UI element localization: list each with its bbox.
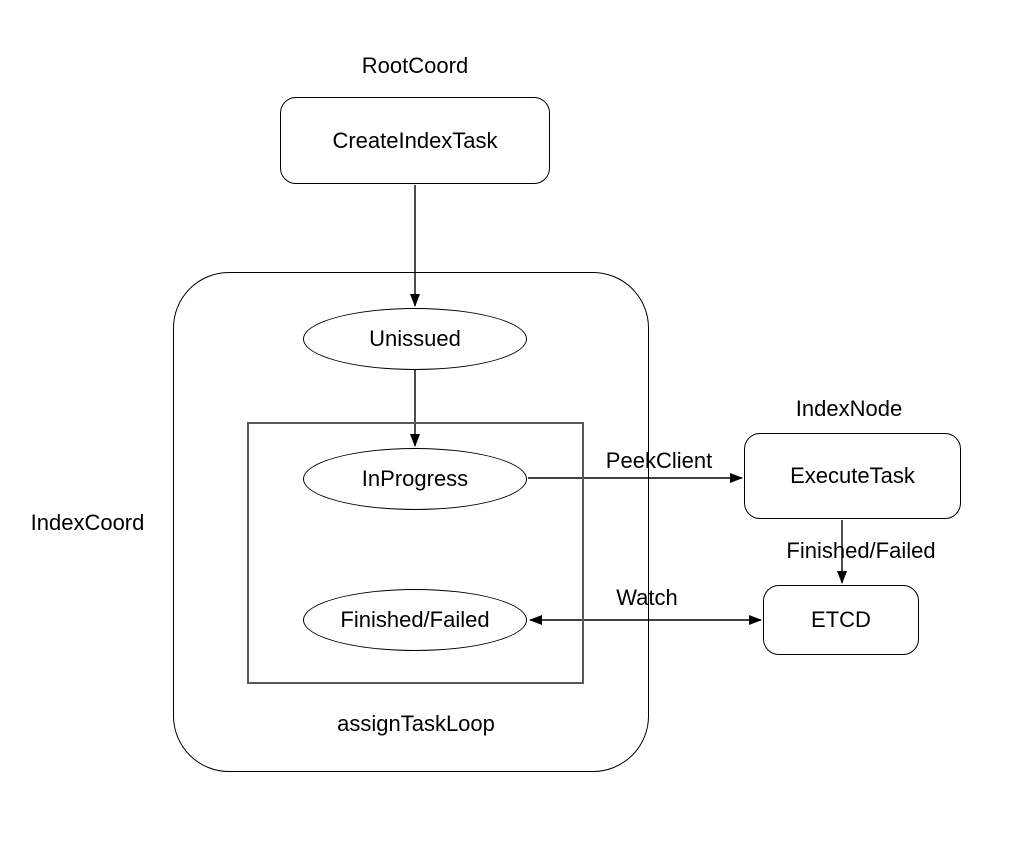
node-create-index-task-label: CreateIndexTask bbox=[332, 127, 498, 153]
edge-label-peek-client: PeekClient bbox=[605, 448, 713, 473]
node-unissued: Unissued bbox=[303, 308, 527, 370]
node-etcd-label: ETCD bbox=[811, 607, 871, 632]
edge-label-watch: Watch bbox=[616, 585, 678, 610]
assign-task-loop-rect bbox=[247, 422, 584, 684]
node-in-progress: InProgress bbox=[303, 448, 527, 510]
root-coord-label: RootCoord bbox=[361, 53, 469, 78]
index-coord-container bbox=[173, 272, 649, 772]
node-finished-failed-label: Finished/Failed bbox=[340, 607, 490, 632]
node-execute-task: ExecuteTask bbox=[744, 433, 961, 519]
assign-task-loop-label: assignTaskLoop bbox=[337, 711, 495, 736]
node-execute-task-label: ExecuteTask bbox=[790, 463, 915, 488]
node-unissued-label: Unissued bbox=[369, 326, 461, 351]
node-etcd: ETCD bbox=[763, 585, 919, 655]
node-finished-failed: Finished/Failed bbox=[303, 589, 527, 651]
index-coord-label: IndexCoord bbox=[30, 510, 145, 535]
edge-label-finished-failed: Finished/Failed bbox=[786, 538, 936, 563]
node-create-index-task: CreateIndexTask bbox=[280, 97, 550, 184]
node-in-progress-label: InProgress bbox=[361, 466, 469, 491]
index-node-label: IndexNode bbox=[795, 396, 903, 421]
